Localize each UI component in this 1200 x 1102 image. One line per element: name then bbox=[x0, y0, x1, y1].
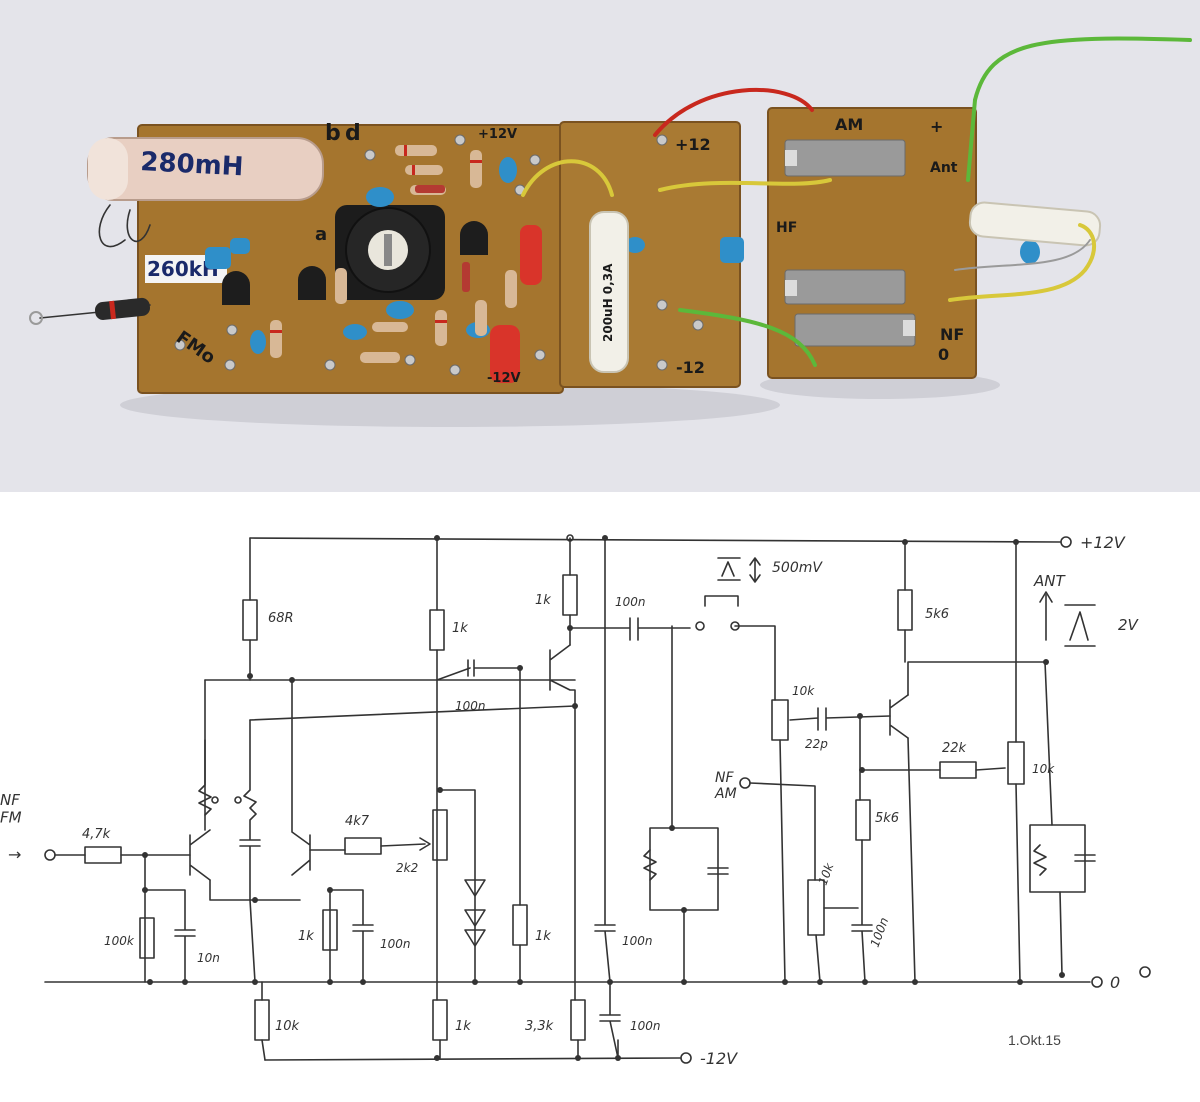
label-10k-bot: 10k bbox=[275, 1019, 300, 1034]
label-500mv: 500mV bbox=[772, 560, 823, 576]
label-arrow-in: → bbox=[8, 845, 21, 864]
zero-label: 0 bbox=[938, 345, 949, 364]
label-r-in: 4,7k bbox=[82, 827, 111, 842]
label-5k6-bot: 5k6 bbox=[875, 811, 899, 826]
label-100k: 100k bbox=[104, 934, 135, 948]
label-4k7: 4k7 bbox=[345, 814, 370, 829]
label-100n-c: 100n bbox=[380, 937, 411, 951]
label-68r: 68R bbox=[268, 611, 294, 626]
plus12-mid-label: +12 bbox=[675, 135, 711, 154]
mark-a: a bbox=[315, 224, 327, 245]
label-100n-mid: 100n bbox=[622, 934, 653, 948]
coil-label: 280mH bbox=[140, 147, 245, 182]
nf-label: NF bbox=[940, 325, 964, 344]
paper bbox=[0, 492, 1200, 1102]
label-3k3: 3,3k bbox=[525, 1019, 554, 1034]
label-1k-d: 1k bbox=[535, 929, 551, 944]
red-capacitors bbox=[490, 225, 542, 383]
label-10k-a: 10k bbox=[792, 684, 815, 698]
junction-dots bbox=[142, 535, 1065, 1061]
plus-label: + bbox=[930, 117, 943, 136]
label-10n: 10n bbox=[197, 951, 220, 965]
output-pcb bbox=[767, 107, 1102, 379]
middle-stage bbox=[429, 534, 740, 1059]
minus12-left-label: -12V bbox=[487, 371, 521, 386]
input-network bbox=[44, 537, 576, 1041]
label-2k2: 2k2 bbox=[396, 861, 418, 875]
label-22p: 22p bbox=[805, 737, 828, 751]
wires bbox=[521, 36, 1192, 367]
mark-d: d bbox=[345, 121, 361, 146]
label-10k-b: 10k bbox=[1032, 762, 1055, 776]
ant-label: Ant bbox=[930, 160, 958, 176]
label-date: 1.Okt.15 bbox=[1008, 1032, 1061, 1048]
label-ant: ANT bbox=[1033, 572, 1066, 590]
choke-label: 200uH 0,3A bbox=[601, 263, 615, 342]
input-wire bbox=[29, 297, 151, 325]
label-5k6-top: 5k6 bbox=[925, 607, 949, 622]
photo-panel: 280mH 260kH FMo bbox=[0, 0, 1200, 492]
label-22k: 22k bbox=[942, 741, 967, 756]
scope-symbols bbox=[717, 557, 1096, 647]
psu-pcb bbox=[559, 121, 741, 388]
label-1k-bot: 1k bbox=[455, 1019, 471, 1034]
label-1k-c: 1k bbox=[298, 929, 314, 944]
label-1k-a: 1k bbox=[452, 621, 468, 636]
label-zero: 0 bbox=[1110, 973, 1120, 992]
label-plus12v: +12V bbox=[1080, 533, 1126, 552]
plus12-left-label: +12V bbox=[478, 127, 517, 142]
choke: 200uH 0,3A bbox=[589, 211, 629, 373]
blue-capacitors bbox=[205, 157, 1040, 354]
right-stage bbox=[704, 541, 1096, 983]
label-100n-bot: 100n bbox=[630, 1019, 661, 1033]
label-minus12v: -12V bbox=[700, 1049, 738, 1068]
am-label: AM bbox=[835, 115, 863, 134]
solder-pads bbox=[174, 134, 704, 376]
mark-b: b bbox=[325, 121, 341, 146]
label-2v: 2V bbox=[1118, 616, 1140, 634]
diodes bbox=[415, 185, 470, 292]
label-1k-b: 1k bbox=[535, 593, 551, 608]
trimmer-pot bbox=[335, 205, 445, 300]
hf-label: HF bbox=[776, 220, 797, 236]
label-100n-coup: 100n bbox=[455, 699, 486, 713]
label-100n-top: 100n bbox=[615, 595, 646, 609]
minus12-mid-label: -12 bbox=[676, 358, 705, 377]
ferrite-coil: 280mH bbox=[87, 137, 324, 248]
